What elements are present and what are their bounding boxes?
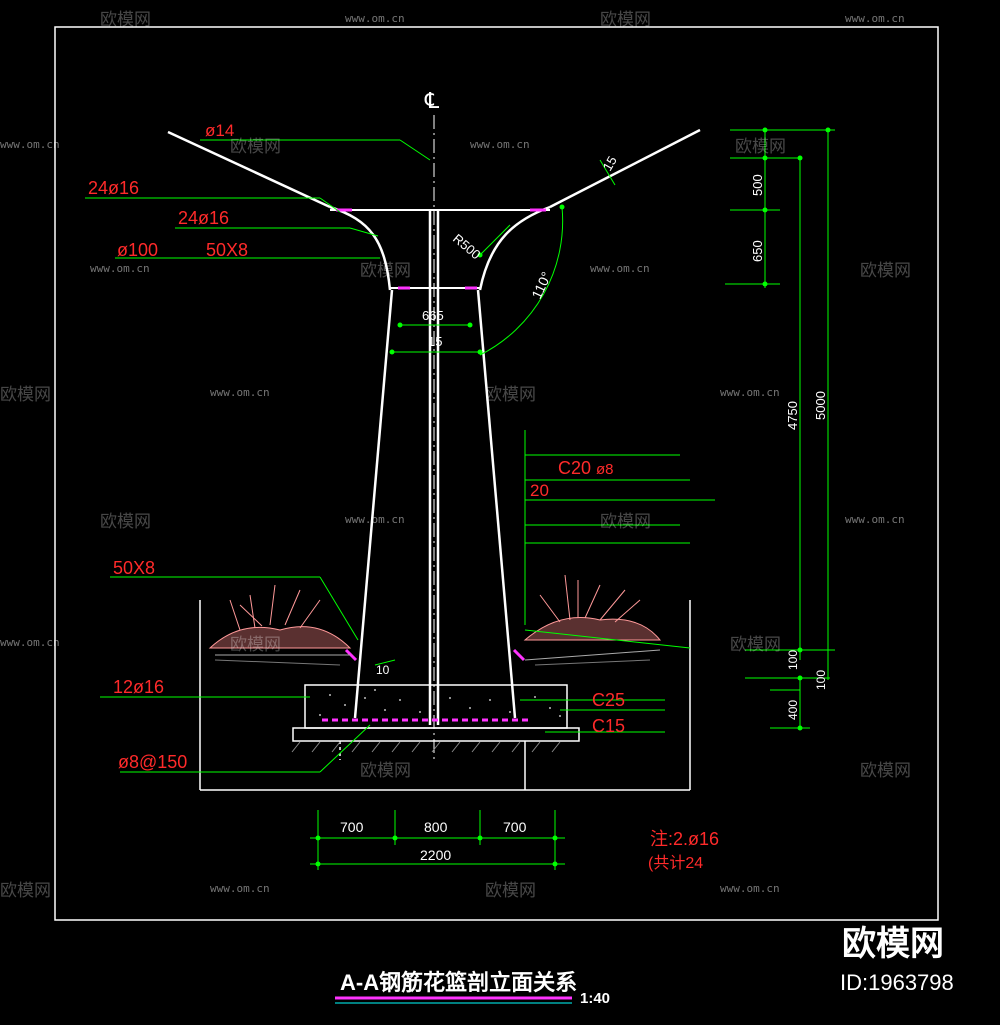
concrete-fill [319,689,561,717]
dim-400: 400 [786,700,800,720]
svg-text:欧模网: 欧模网 [0,881,51,900]
label-arc: 110° [528,269,554,301]
dimension-ticks [315,127,831,867]
svg-text:www.om.cn: www.om.cn [470,138,530,151]
plant-right [523,574,662,666]
label-angle-top: 15 [600,153,620,173]
svg-text:www.om.cn: www.om.cn [90,262,150,275]
svg-text:www.om.cn: www.om.cn [845,513,905,526]
drawing-scale: 1:40 [580,990,610,1007]
svg-text:www.om.cn: www.om.cn [345,513,405,526]
svg-text:www.om.cn: www.om.cn [210,386,270,399]
label-c25: C25 [592,690,625,710]
drawing-title: A-A钢筋花篮剖立面关系 [340,970,577,995]
drawing-frame [54,26,939,921]
dim-5000: 5000 [813,391,828,420]
svg-text:欧模网: 欧模网 [360,761,411,780]
svg-text:欧模网: 欧模网 [860,261,911,280]
label-width: 665 [422,308,444,323]
dim-100-b: 100 [814,670,828,690]
svg-text:欧模网: 欧模网 [860,761,911,780]
label-rebar-12-16: 12ø16 [113,677,164,697]
note-line-1: 注:2.ø16 [650,829,719,849]
svg-text:www.om.cn: www.om.cn [720,882,780,895]
label-radius: R500 [450,231,483,262]
svg-text:www.om.cn: www.om.cn [845,12,905,25]
svg-text:欧模网: 欧模网 [0,385,51,404]
svg-text:欧模网: 欧模网 [485,881,536,900]
dim-bottom-right: 700 [503,819,527,835]
svg-text:www.om.cn: www.om.cn [720,386,780,399]
svg-text:欧模网: 欧模网 [100,512,151,531]
svg-text:欧模网: 欧模网 [230,635,281,654]
dim-4750: 4750 [785,401,800,430]
svg-text:欧模网: 欧模网 [360,261,411,280]
svg-text:www.om.cn: www.om.cn [0,636,60,649]
label-pipe-100: ø100 [117,240,158,260]
svg-text:www.om.cn: www.om.cn [210,882,270,895]
watermark-layer: 欧模网 欧模网 www.om.cn www.om.cn 欧模网 欧模网 www.… [0,10,911,900]
watermark-brand-large: 欧模网 [842,925,944,963]
label-rebar-24-16-b: 24ø16 [178,208,229,228]
gravel-hatch [291,741,561,753]
dim-500: 500 [750,174,765,196]
svg-text:www.om.cn: www.om.cn [590,262,650,275]
label-c20: C20 [558,458,591,478]
centerline-symbol: ℄ [424,88,440,113]
note-line-2: (共计24 [648,854,703,872]
dim-bottom-total: 2200 [420,847,451,863]
dim-bottom-left: 700 [340,819,364,835]
svg-text:欧模网: 欧模网 [100,10,151,29]
svg-text:欧模网: 欧模网 [730,635,781,654]
watermark-id: ID:1963798 [840,970,954,995]
label-rebar-8-150: ø8@150 [118,752,187,772]
label-rebar-14: ø14 [205,121,234,140]
label-twenty: 20 [530,481,549,500]
svg-text:www.om.cn: www.om.cn [345,12,405,25]
foundation [199,600,691,791]
svg-text:www.om.cn: www.om.cn [0,138,60,151]
steel-plate-marks [322,208,546,722]
label-angle-mid: 15 [428,334,442,349]
svg-text:欧模网: 欧模网 [600,10,651,29]
label-rebar-8: ø8 [596,461,614,478]
label-steel-50x8-top: 50X8 [206,240,248,260]
svg-text:欧模网: 欧模网 [735,137,786,156]
label-angle-bottom: 10 [376,663,390,677]
svg-text:欧模网: 欧模网 [600,512,651,531]
label-steel-50x8-bottom: 50X8 [113,558,155,578]
dim-100-a: 100 [786,650,800,670]
plant-left [208,584,352,666]
label-rebar-24-16-a: 24ø16 [88,178,139,198]
dim-bottom-mid: 800 [424,819,448,835]
label-c15: C15 [592,716,625,736]
dim-650: 650 [750,240,765,262]
svg-text:欧模网: 欧模网 [230,137,281,156]
svg-text:欧模网: 欧模网 [485,385,536,404]
